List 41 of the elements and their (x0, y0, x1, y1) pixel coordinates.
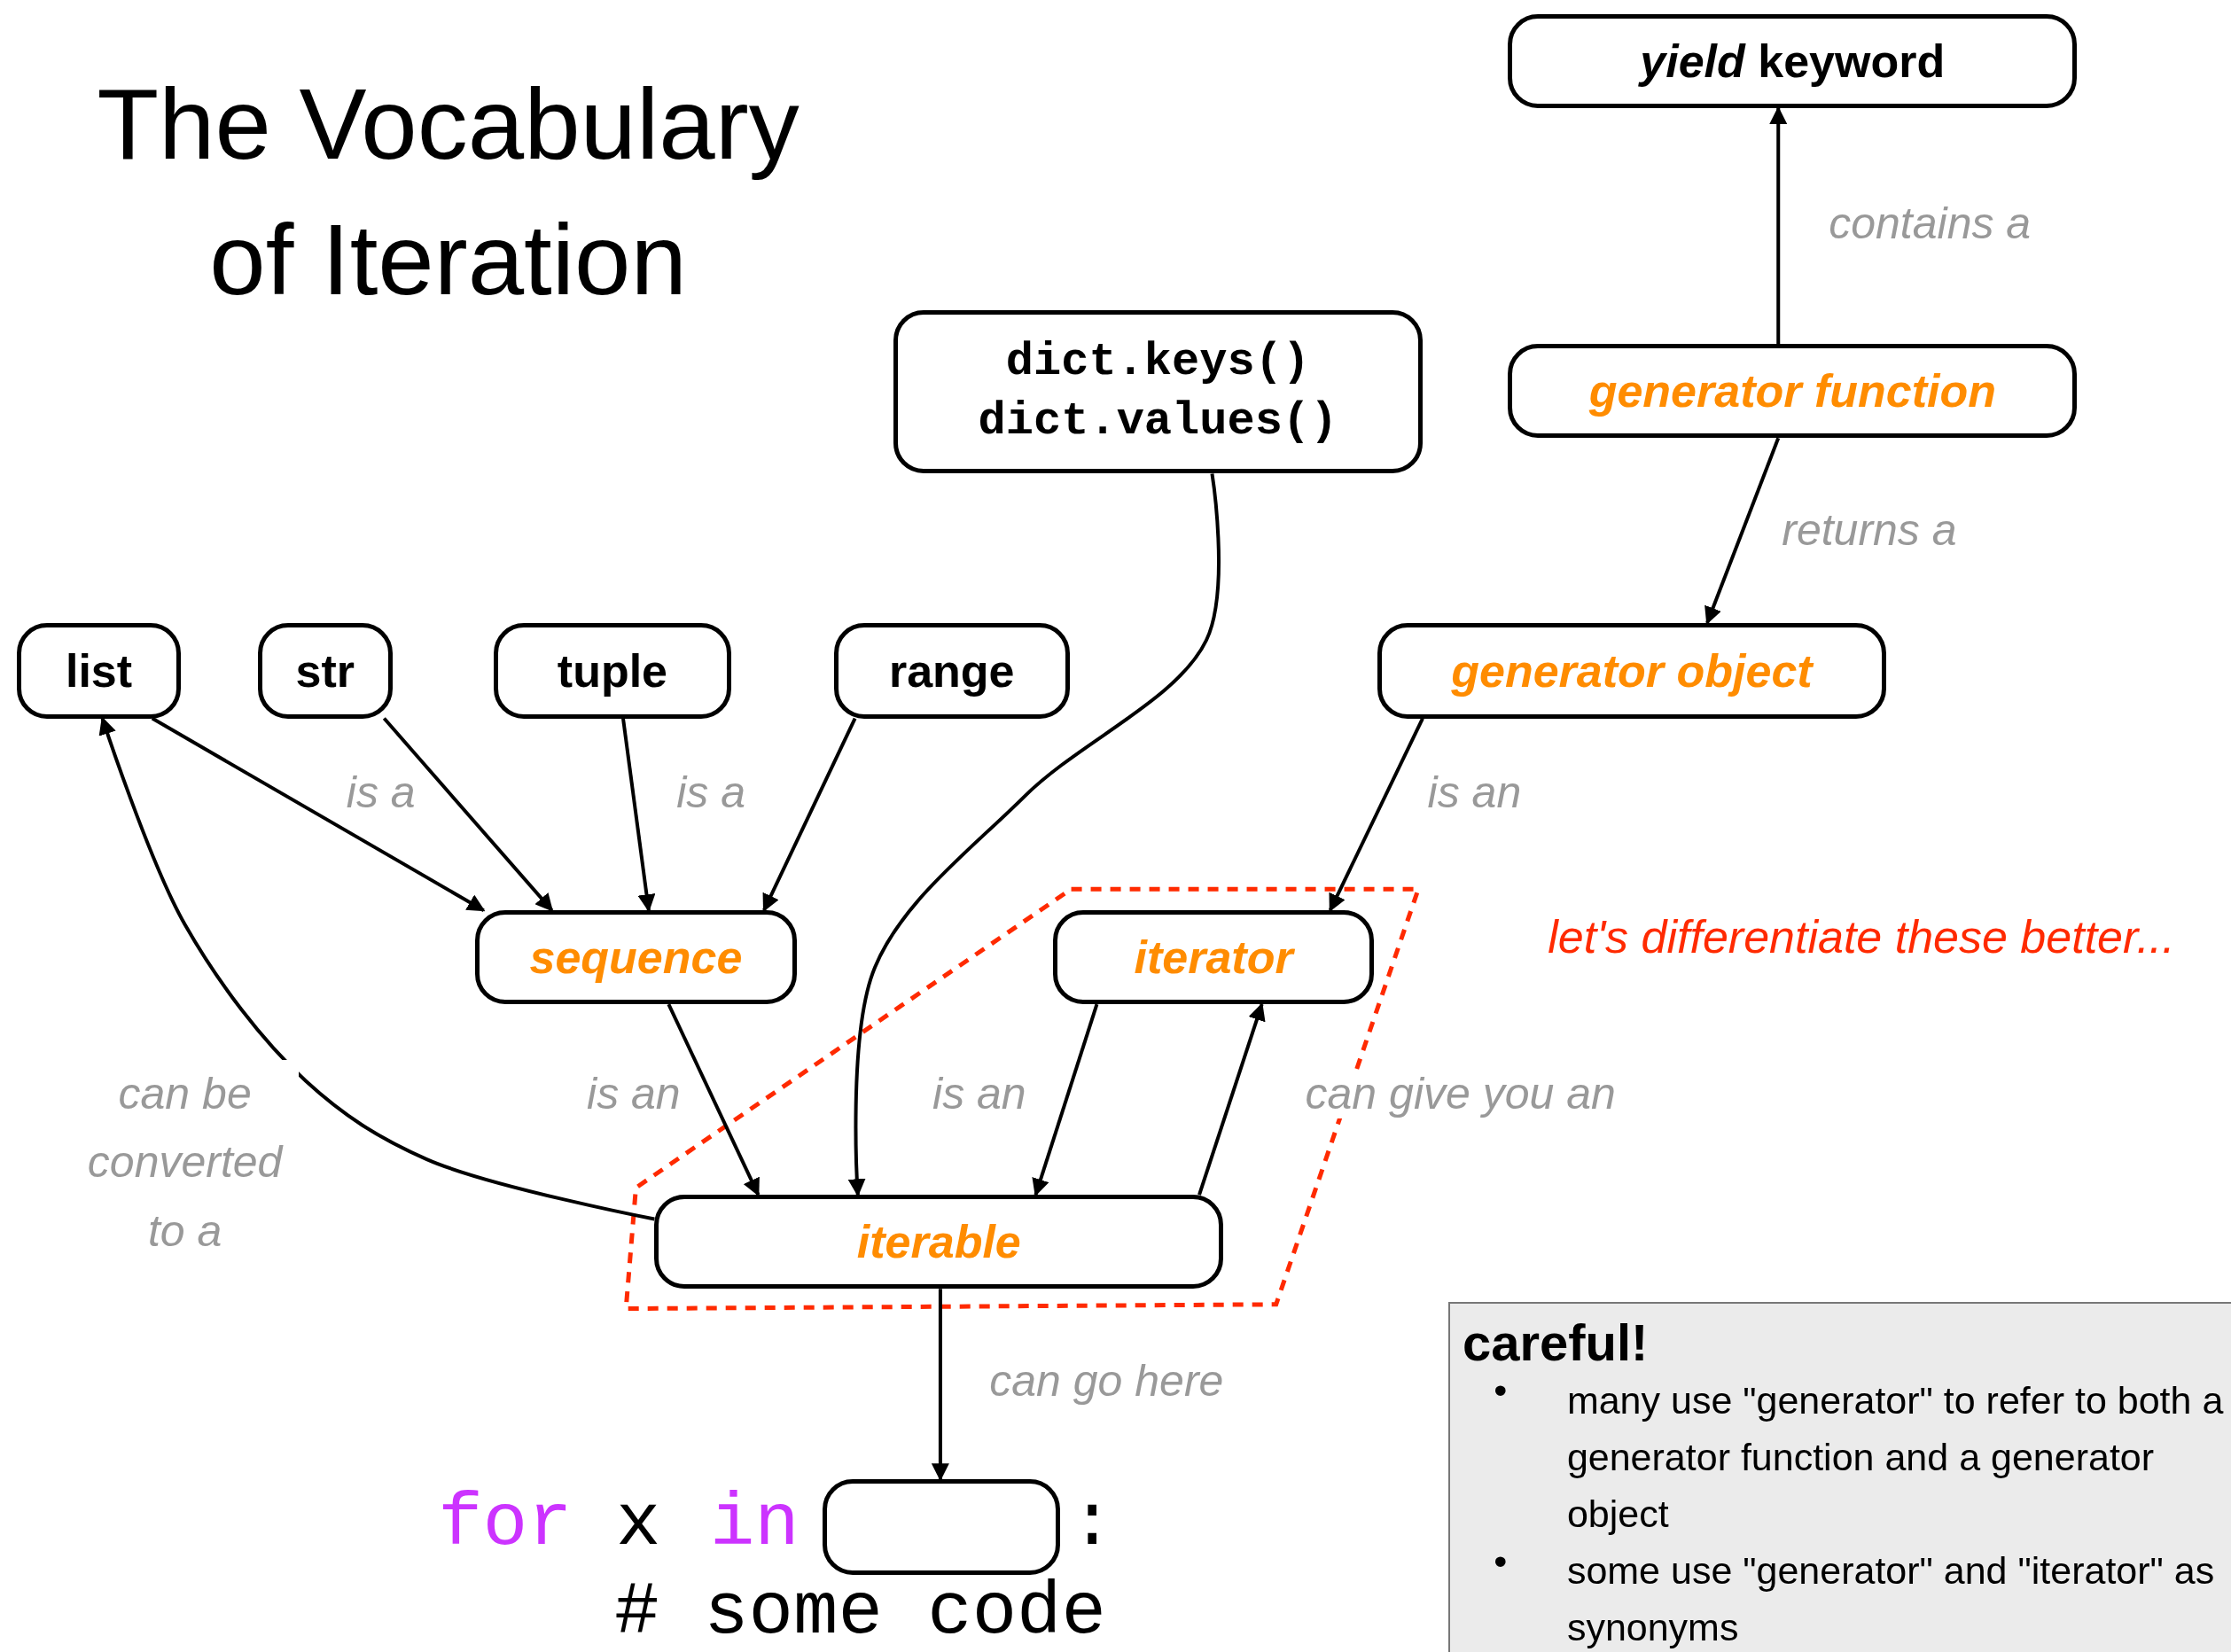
title: The Vocabulary of Iteration (96, 66, 800, 317)
code-keyword: for (438, 1482, 573, 1567)
arrow (762, 717, 857, 912)
arrow (1328, 717, 1424, 912)
term-box (893, 309, 1423, 474)
note-text: let's differentiate these better... (1548, 910, 2175, 964)
term-label: str (295, 643, 355, 697)
bullet: • (1494, 1539, 1508, 1583)
term-box (257, 623, 393, 719)
term-label: tuple (557, 643, 668, 697)
bullet-text: some use "generator" and "iterator" as synonyms (1566, 1547, 2216, 1650)
term-label: range (888, 643, 1015, 697)
arrow (382, 717, 554, 912)
arrow (667, 1003, 761, 1196)
term-label: list (65, 643, 133, 697)
term-label: yield keyword (1640, 35, 1946, 88)
code-comment: # some code (614, 1570, 1106, 1652)
note-panel (1447, 1301, 2231, 1652)
term-box (1377, 623, 1887, 719)
empty-slot-box (822, 1479, 1060, 1575)
term-box (654, 1195, 1224, 1290)
arrow (151, 716, 486, 912)
term-box (833, 623, 1070, 719)
term-label: sequence (529, 931, 743, 985)
arrow (1769, 106, 1788, 345)
term-box (475, 910, 797, 1005)
arrow (1704, 437, 1781, 625)
code-text: : (1069, 1482, 1115, 1567)
term-box (1508, 344, 2078, 439)
arrow (1197, 1002, 1266, 1196)
term-label: iterator (1134, 931, 1293, 985)
code-text: dict.keys() dict.values() (977, 334, 1339, 450)
term-box (17, 623, 181, 719)
term-box (1508, 14, 2078, 108)
code-text: x (615, 1482, 661, 1567)
term-box (493, 623, 731, 719)
code-keyword: in (709, 1482, 800, 1567)
term-box (1052, 910, 1375, 1005)
term-label: iterable (856, 1215, 1021, 1269)
term-label: generator function (1588, 364, 1996, 418)
term-label: generator object (1451, 643, 1813, 697)
